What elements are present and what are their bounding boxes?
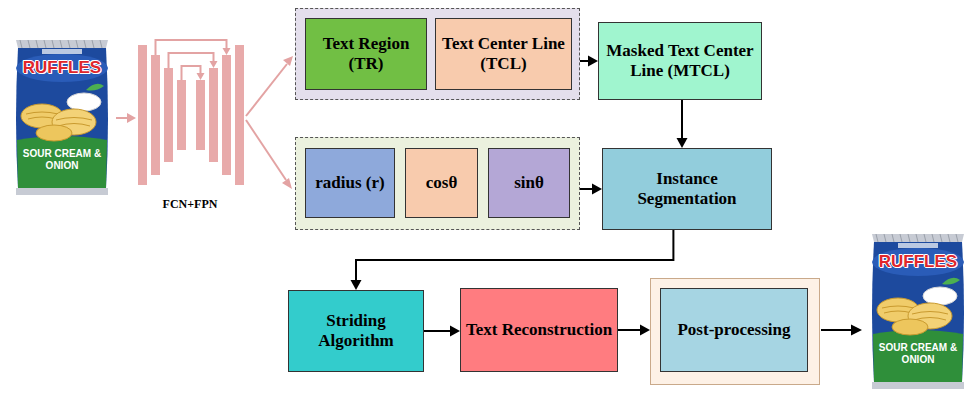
product-flavor: SOUR CREAM & ONION [22, 148, 102, 171]
connector-line [580, 60, 589, 62]
group-box: Text Region (TR) Text Center Line (TCL) [295, 8, 580, 100]
process-box: Text Reconstruction [460, 288, 618, 372]
connector-line [424, 330, 451, 332]
product-logo: RUFFLES [870, 252, 966, 272]
node-label: Text Region (TR) [310, 34, 422, 75]
node-label: cosθ [426, 173, 458, 193]
connector-line [681, 100, 683, 139]
node-label: Instance Segmentation [607, 169, 767, 210]
process-box: sinθ [488, 148, 570, 218]
connector-line [580, 188, 593, 190]
arrow-head [640, 325, 650, 336]
product-flavor: SOUR CREAM & ONION [878, 342, 958, 365]
flow-arrow [580, 184, 602, 195]
flow-arrow [351, 230, 674, 290]
node-label: radius (r) [315, 173, 384, 193]
process-box: Text Region (TR) [305, 18, 427, 90]
flow-arrow [677, 100, 688, 148]
network-label: FCN+FPN [145, 198, 235, 212]
product-logo: RUFFLES [14, 58, 110, 78]
process-box: Post-processing [660, 288, 808, 372]
process-box: cosθ [405, 148, 478, 218]
arrow-head [592, 184, 602, 195]
process-box: radius (r) [305, 148, 395, 218]
process-box: Text Center Line (TCL) [435, 18, 572, 90]
arrow-head [450, 326, 460, 337]
node-label: Text Reconstruction [466, 320, 612, 340]
node-label: sinθ [514, 173, 544, 193]
group-box: radius (r) cosθ sinθ [295, 137, 580, 230]
arrow-head [677, 138, 688, 148]
arrow-head [351, 280, 362, 290]
flow-arrow [580, 56, 598, 67]
node-label: Text Center Line (TCL) [440, 34, 567, 75]
process-box: Masked Text Center Line (MTCL) [598, 22, 762, 100]
process-box: Striding Algorithm [288, 290, 424, 372]
connector-line [356, 230, 673, 281]
node-label: Post-processing [677, 320, 790, 340]
frame-box: Post-processing [650, 278, 820, 385]
node-label: Striding Algorithm [293, 311, 419, 352]
flow-arrow [618, 325, 650, 336]
connector-line [618, 329, 641, 331]
node-label: Masked Text Center Line (MTCL) [603, 41, 757, 82]
flow-arrow [424, 326, 460, 337]
arrow-head [588, 56, 598, 67]
process-box: Instance Segmentation [602, 148, 772, 230]
